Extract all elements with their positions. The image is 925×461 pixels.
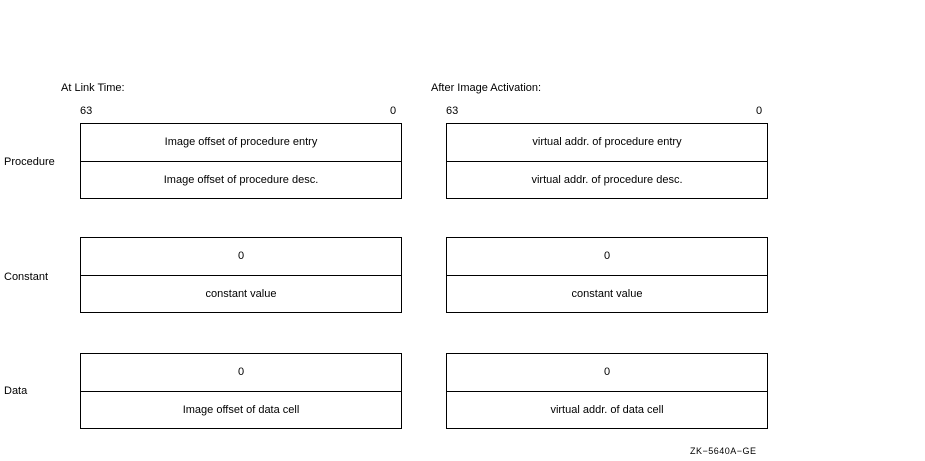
left-bit-63: 63 (80, 105, 93, 117)
procedure-activation-desc: virtual addr. of procedure desc. (447, 160, 767, 199)
data-link-time-cell: Image offset of data cell (81, 390, 401, 429)
right-bit-63: 63 (446, 105, 459, 117)
row-label-data: Data (4, 385, 28, 397)
procedure-link-time-entry: Image offset of procedure entry (164, 136, 318, 149)
data-activation-cell: virtual addr. of data cell (447, 390, 767, 429)
procedure-link-time-box: Image offset of procedure entry Image of… (80, 123, 402, 199)
image-activation-header: After Image Activation: (431, 82, 542, 94)
data-link-time-zero: 0 (237, 366, 245, 379)
right-bit-0: 0 (756, 105, 763, 117)
left-bit-0: 0 (390, 105, 397, 117)
constant-activation-value: constant value (447, 274, 767, 313)
procedure-activation-entry: virtual addr. of procedure entry (532, 136, 682, 149)
data-activation-zero: 0 (603, 366, 611, 379)
row-label-constant: Constant (4, 271, 49, 283)
constant-link-time-box: 0 constant value (80, 237, 402, 313)
data-link-time-box: 0 Image offset of data cell (80, 353, 402, 429)
constant-link-time-value: constant value (81, 274, 401, 313)
constant-activation-box: 0 constant value (446, 237, 768, 313)
constant-link-time-zero: 0 (237, 250, 245, 263)
procedure-link-time-desc: Image offset of procedure desc. (81, 160, 401, 199)
procedure-activation-box: virtual addr. of procedure entry virtual… (446, 123, 768, 199)
figure-id: ZK−5640A−GE (690, 446, 757, 456)
row-label-procedure: Procedure (4, 156, 55, 168)
data-activation-box: 0 virtual addr. of data cell (446, 353, 768, 429)
constant-activation-zero: 0 (603, 250, 611, 263)
link-time-header: At Link Time: (61, 82, 125, 94)
